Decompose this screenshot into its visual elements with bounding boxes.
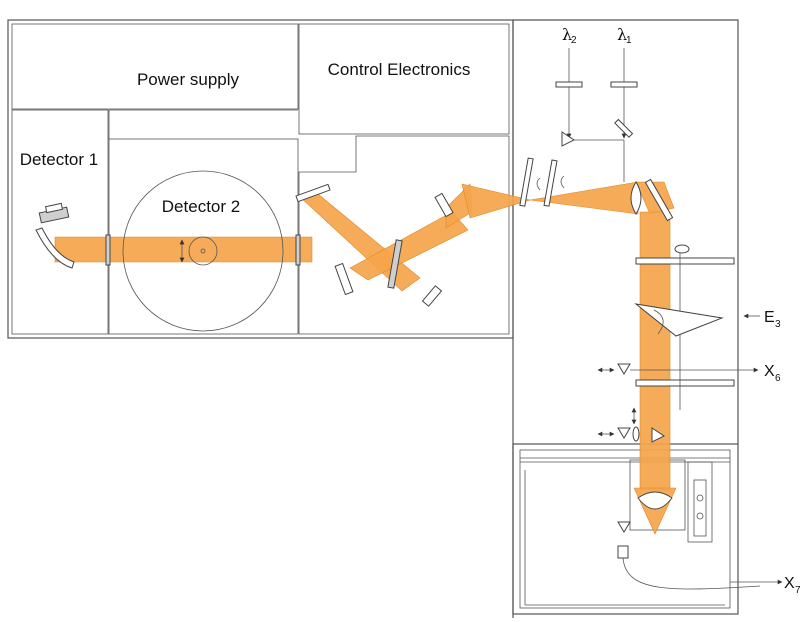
detector1-mirror (35, 227, 75, 269)
lambda1-label: λ 1 (617, 25, 632, 46)
control-electronics-label: Control Electronics (328, 60, 471, 79)
power-supply-label: Power supply (137, 70, 240, 89)
turning-mirror-b (334, 262, 354, 296)
crossing-window (387, 239, 403, 289)
svg-text:λ: λ (562, 25, 572, 44)
svg-text:X: X (764, 363, 775, 380)
optical-elements (35, 48, 783, 590)
turning-mirror-c (421, 285, 443, 307)
waveplate-1 (519, 157, 534, 207)
x7-label: X 7 (784, 575, 801, 596)
svg-text:7: 7 (795, 585, 801, 596)
svg-text:1: 1 (626, 35, 632, 46)
x6-label: X 6 (764, 363, 781, 384)
svg-text:X: X (784, 575, 795, 592)
turn-mirror (644, 178, 674, 222)
svg-text:E: E (764, 309, 775, 326)
beam-segment-vertical (639, 211, 671, 491)
svg-text:6: 6 (775, 373, 781, 384)
waveplate-2 (543, 159, 558, 207)
bottom-lens (637, 491, 673, 510)
turning-mirror-d (434, 192, 454, 218)
beam-segment-cone-in (461, 183, 532, 219)
beam-segment-horizontal (54, 236, 313, 263)
svg-text:3: 3 (775, 319, 781, 330)
building-walls (7, 19, 739, 618)
detector2-chamber (122, 170, 284, 332)
beam-segment-diagonal-2 (349, 211, 469, 281)
lambda2-label: λ 2 (562, 25, 577, 46)
e3-label: E 3 (764, 309, 781, 330)
turning-mirror-a (295, 183, 331, 203)
laser-beam (54, 181, 677, 535)
detector1-label: Detector 1 (20, 150, 98, 169)
svg-text:2: 2 (571, 35, 577, 46)
focus-lens (630, 181, 642, 215)
detector2-label: Detector 2 (162, 197, 240, 216)
svg-text:λ: λ (617, 25, 627, 44)
